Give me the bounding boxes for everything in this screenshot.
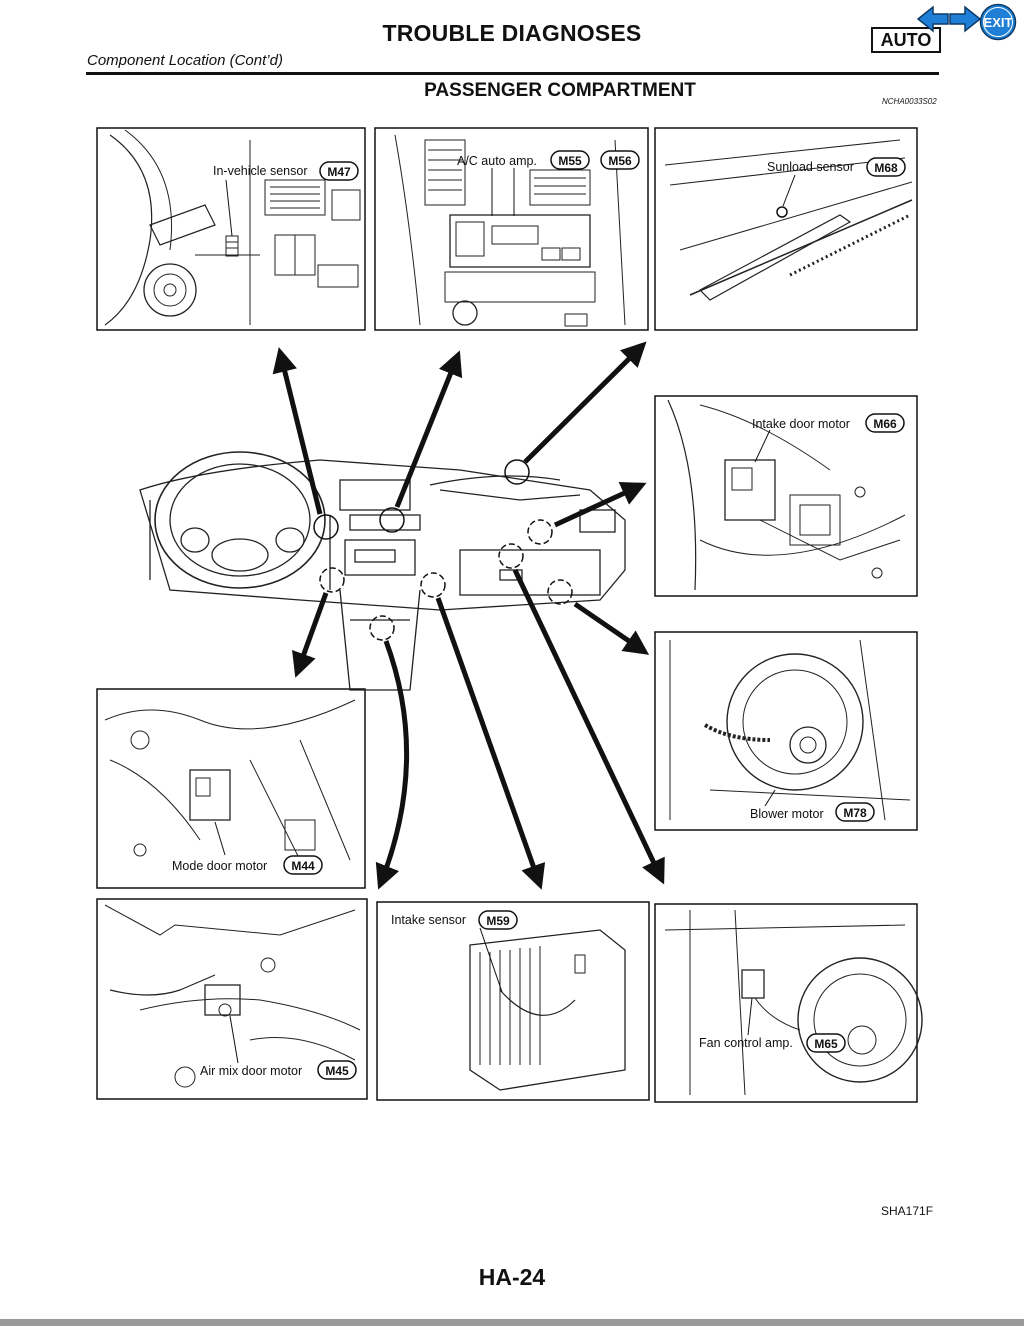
figure-code: SHA171F	[881, 1204, 934, 1218]
dashboard-illustration	[139, 451, 626, 691]
forward-arrow-icon[interactable]	[948, 4, 982, 34]
reference-code: NCHA0033S02	[882, 97, 937, 106]
leader-arrows	[272, 341, 665, 890]
panel-in-vehicle-sensor: In-vehicle sensor M47	[96, 127, 366, 331]
label-sunload-sensor: Sunload sensor	[767, 160, 854, 174]
connector-m44: M44	[291, 859, 315, 873]
panel-ac-auto-amp: A/C auto amp. M55 M56	[374, 127, 649, 331]
label-blower-motor: Blower motor	[750, 807, 824, 821]
exit-button[interactable]: EXIT	[979, 3, 1017, 41]
connector-m55: M55	[558, 154, 582, 168]
label-air-mix-door-motor: Air mix door motor	[200, 1064, 302, 1078]
exit-icon: EXIT	[979, 3, 1017, 41]
connector-m66: M66	[873, 417, 897, 431]
page-title: TROUBLE DIAGNOSES	[382, 20, 642, 46]
panel-blower-motor: Blower motor M78	[654, 631, 918, 831]
label-in-vehicle-sensor: In-vehicle sensor	[213, 164, 308, 178]
connector-m56: M56	[608, 154, 632, 168]
connector-m78: M78	[843, 806, 867, 820]
bottom-bar	[0, 1319, 1024, 1326]
connector-m45: M45	[325, 1064, 349, 1078]
connector-m47: M47	[327, 165, 351, 179]
exit-label: EXIT	[984, 15, 1013, 30]
auto-badge[interactable]: AUTO	[871, 27, 941, 53]
panel-fan-control-amp: Fan control amp. M65	[654, 903, 923, 1103]
header-rule	[86, 72, 939, 75]
callout-circles	[313, 459, 573, 641]
panel-intake-door-motor: Intake door motor M66	[654, 395, 918, 597]
connector-m59: M59	[486, 914, 510, 928]
panel-mode-door-motor: Mode door motor M44	[96, 688, 366, 889]
label-fan-control-amp: Fan control amp.	[699, 1036, 793, 1050]
back-arrow-icon[interactable]	[916, 4, 950, 34]
label-intake-door-motor: Intake door motor	[752, 417, 850, 431]
section-subtitle: Component Location (Cont’d)	[87, 52, 283, 69]
section-title: PASSENGER COMPARTMENT	[424, 80, 696, 101]
page-number: HA-24	[478, 1264, 546, 1290]
panel-sunload-sensor: Sunload sensor M68	[654, 127, 918, 331]
panel-intake-sensor: Intake sensor M59	[376, 901, 650, 1101]
label-mode-door-motor: Mode door motor	[172, 859, 267, 873]
label-intake-sensor: Intake sensor	[391, 913, 466, 927]
connector-m68: M68	[874, 161, 898, 175]
connector-m65: M65	[814, 1037, 838, 1051]
panel-air-mix-door-motor: Air mix door motor M45	[96, 898, 368, 1100]
label-ac-auto-amp: A/C auto amp.	[457, 154, 537, 168]
